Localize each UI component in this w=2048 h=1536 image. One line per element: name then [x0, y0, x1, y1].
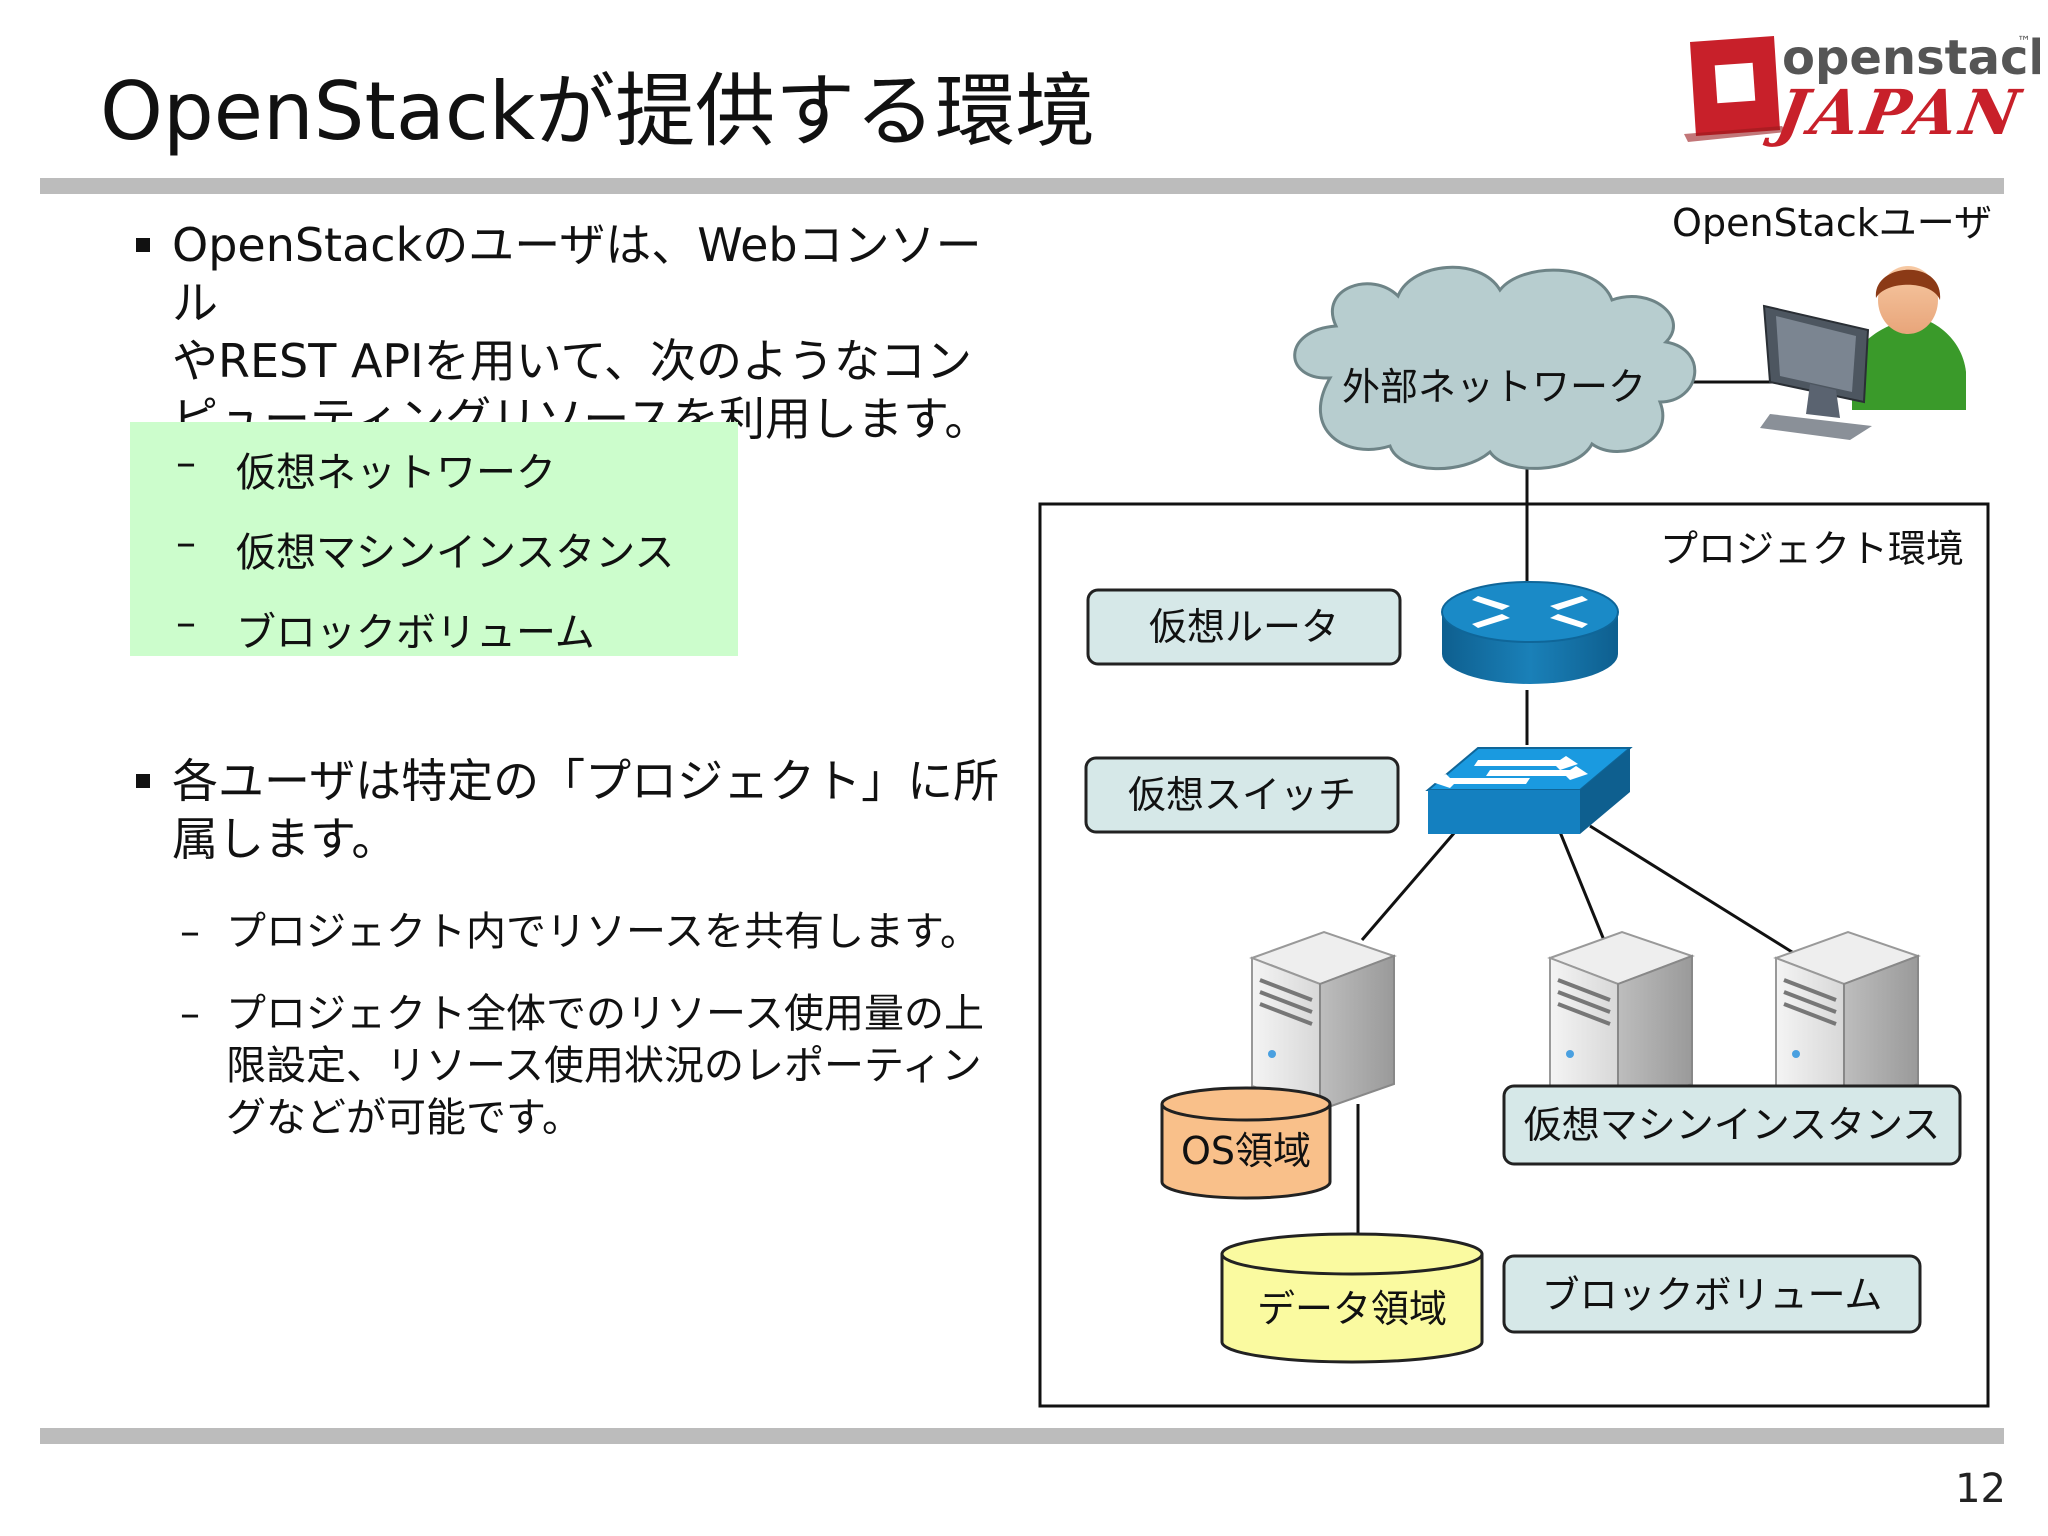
switch-to-server-1-link [1360, 831, 1457, 941]
external-network-cloud [1293, 265, 1697, 470]
bullet-square [136, 238, 150, 252]
project-environment-frame [1038, 502, 1990, 1408]
sub-bullet-1: – プロジェクト内でリソースを共有します。 [180, 906, 1016, 958]
switch-to-server-3-link [1589, 824, 1809, 964]
virtual-switch-label-box [1084, 756, 1400, 834]
data-disk-label: データ領域 [1257, 1287, 1447, 1331]
switch-to-server-2-link [1558, 831, 1610, 951]
external-network-label: 外部ネットワーク [1342, 365, 1646, 409]
top-rule [40, 178, 2004, 194]
resource-item-network: 仮想ネットワーク [236, 450, 556, 496]
computer-monitor-icon [1760, 304, 1872, 440]
page-number: 12 [1955, 1466, 2006, 1512]
dash: – [176, 520, 196, 566]
bullet-1-text: OpenStackのユーザは、Webコンソール やREST APIを用いて、次の… [172, 218, 991, 446]
block-volume-label-box [1502, 1254, 1922, 1334]
virtual-router-label-box [1086, 588, 1402, 666]
page-title: OpenStackが提供する環境 [100, 65, 1096, 158]
data-disk-cylinder [1220, 1232, 1484, 1364]
server-icon-1 [1249, 930, 1397, 1112]
sub-bullet-2-text: プロジェクト全体でのリソース使用量の上 限設定、リソース使用状況のレポーティン … [226, 991, 984, 1141]
bullet-square [136, 774, 150, 788]
vm-instance-label: 仮想マシンインスタンス [1524, 1103, 1940, 1147]
openstack-user-label: OpenStackユーザ [1672, 201, 1992, 245]
sub-bullet-2: – プロジェクト全体でのリソース使用量の上 限設定、リソース使用状況のレポーティ… [180, 988, 1016, 1144]
bullet-2: 各ユーザは特定の「プロジェクト」に所 属します。 [136, 752, 1012, 868]
dash: – [176, 600, 196, 646]
bottom-rule [40, 1428, 2004, 1444]
resource-highlight-box [130, 422, 738, 656]
logo-tm: ™ [2017, 34, 2031, 50]
server-icon-3 [1773, 930, 1921, 1112]
logo-mark [1684, 36, 1786, 142]
dash: – [180, 909, 200, 955]
project-environment-label: プロジェクト環境 [1660, 527, 1964, 571]
server-icon-2 [1547, 930, 1695, 1112]
dash: – [180, 991, 200, 1037]
bullet-1: OpenStackのユーザは、Webコンソール やREST APIを用いて、次の… [136, 216, 1012, 448]
virtual-switch-label: 仮想スイッチ [1128, 773, 1356, 817]
connection-lines [1356, 380, 1809, 1246]
os-disk-label: OS領域 [1181, 1129, 1311, 1173]
os-disk-cylinder [1160, 1086, 1332, 1200]
logo-word-top: openstack [1782, 30, 2040, 86]
logo-word-bottom: JAPAN [1762, 75, 2029, 148]
router-icon [1441, 581, 1619, 684]
virtual-router-label: 仮想ルータ [1149, 605, 1339, 649]
bullet-2-text: 各ユーザは特定の「プロジェクト」に所 属します。 [172, 754, 1000, 866]
resource-item-instance: 仮想マシンインスタンス [236, 530, 675, 576]
vm-instance-label-box [1502, 1084, 1962, 1166]
user-icon [1852, 266, 1966, 410]
sub-bullet-1-text: プロジェクト内でリソースを共有します。 [226, 909, 980, 955]
switch-icon [1425, 747, 1633, 834]
resource-item-volume: ブロックボリューム [236, 610, 595, 656]
dash: – [176, 440, 196, 486]
openstack-japan-logo: openstack ™ JAPAN [1684, 30, 2040, 149]
block-volume-label: ブロックボリューム [1542, 1273, 1883, 1317]
